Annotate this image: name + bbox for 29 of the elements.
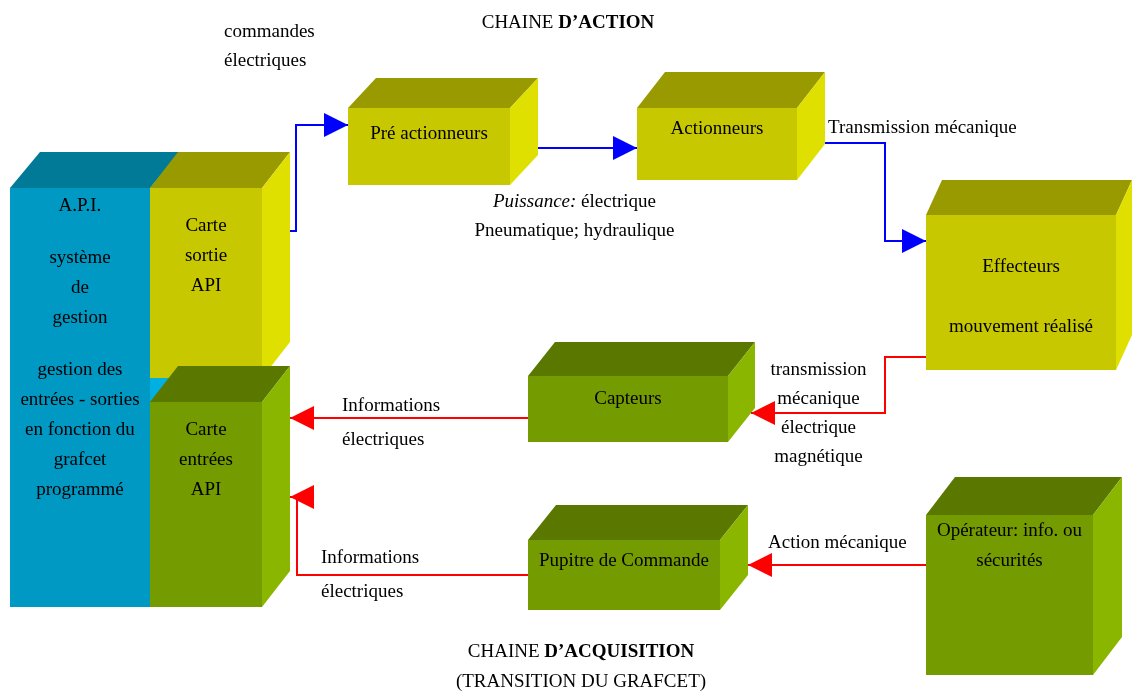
box-label: A.P.I. [57, 193, 103, 217]
box-label: Capteurs [593, 386, 663, 410]
edge-label: Informations électriques [321, 545, 421, 603]
box-label: mouvement réalisé [948, 314, 1094, 338]
box-label: gestion des entrées - sorties en fonction du grafcet programmé [19, 357, 141, 501]
caption-text: CHAINE D’ACQUISITION [466, 639, 696, 663]
box-label: Actionneurs [669, 116, 765, 140]
box-label: système de gestion [48, 245, 112, 329]
edge-label: Action mécanique [768, 530, 908, 554]
arrow [537, 136, 638, 160]
arrow [289, 406, 529, 430]
edge-label: transmission mécanique électrique magnétique [769, 357, 868, 468]
box-label: Pupitre de Commande [538, 548, 710, 572]
arrow [289, 485, 529, 576]
box-label: Effecteurs [981, 254, 1061, 278]
arrow [289, 113, 349, 232]
box-label: Carte sortie API [183, 213, 229, 297]
box-label: Pré actionneurs [369, 121, 489, 145]
caption-text: (TRANSITION DU GRAFCET) [454, 669, 708, 693]
arrow [747, 553, 927, 577]
edge-label: Puissance: électrique Pneumatique; hydraulique [473, 189, 676, 242]
title: CHAINE D’ACTION [480, 10, 656, 34]
box-label: Carte entrées API [178, 417, 234, 501]
box-label: Opérateur: info. ou sécurités [935, 518, 1084, 572]
edge-label: Transmission mécanique [828, 115, 1018, 139]
edge-label: Informations électriques [342, 393, 442, 451]
arrow [824, 142, 927, 253]
edge-label: commandes électriques [224, 19, 316, 72]
arrow [750, 356, 927, 425]
